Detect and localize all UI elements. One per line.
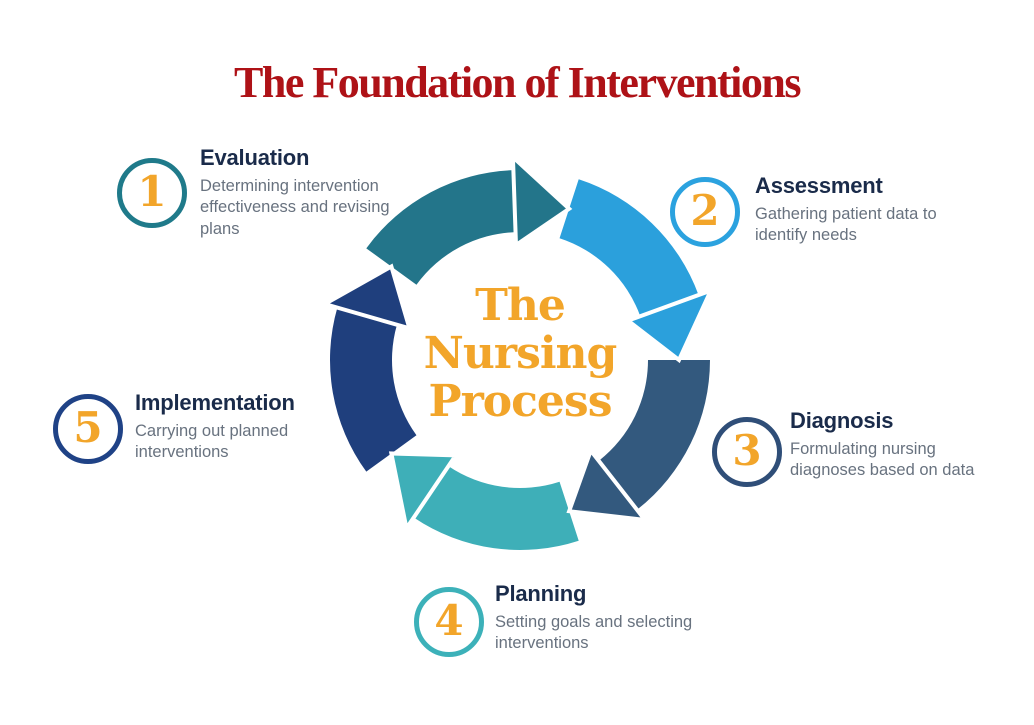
- step-1-number: 1: [137, 167, 167, 216]
- cycle-arrowhead-planning: [388, 451, 460, 534]
- cycle-arc-evaluation: [366, 170, 516, 285]
- step-4-description: Setting goals and selecting intervention…: [495, 613, 693, 653]
- cycle-center-label: The Nursing Process: [423, 280, 618, 427]
- step-5-description: Carrying out planned interventions: [135, 422, 289, 462]
- step-3-title: Diagnosis: [790, 408, 894, 433]
- step-2-number: 2: [690, 186, 720, 235]
- cycle-arrowhead-implementation: [319, 263, 413, 332]
- step-5-text: Implementation Carrying out planned inte…: [135, 390, 340, 464]
- cycle-arc-diagnosis: [598, 360, 710, 510]
- cycle-arrowhead-diagnosis: [566, 446, 650, 523]
- cycle-arc-assessment: [559, 179, 699, 317]
- step-4-title: Planning: [495, 581, 587, 606]
- step-3-text: Diagnosis Formulating nursing diagnoses …: [790, 408, 1012, 482]
- step-3-number: 3: [732, 426, 762, 475]
- page-title: The Foundation of Interventions: [234, 58, 801, 107]
- step-2-badge: 2: [670, 177, 740, 247]
- step-5-badge: 5: [53, 394, 123, 464]
- step-1-title: Evaluation: [200, 145, 310, 170]
- cycle-arrowhead-evaluation: [510, 152, 573, 249]
- step-3-badge: 3: [712, 417, 782, 487]
- step-3-description: Formulating nursing diagnoses based on d…: [790, 440, 975, 480]
- step-5-number: 5: [73, 403, 103, 452]
- step-4-badge: 4: [414, 587, 484, 657]
- step-1-badge: 1: [117, 158, 187, 228]
- step-2-text: Assessment Gathering patient data to ide…: [755, 173, 971, 247]
- step-4-number: 4: [434, 596, 464, 645]
- nursing-process-cycle-diagram: [319, 152, 715, 551]
- step-2-title: Assessment: [755, 173, 883, 198]
- step-4-text: Planning Setting goals and selecting int…: [495, 581, 700, 655]
- step-1-text: Evaluation Determining intervention effe…: [200, 145, 412, 240]
- cycle-arc-planning: [413, 466, 579, 551]
- step-2-description: Gathering patient data to identify needs: [755, 205, 937, 245]
- step-1-description: Determining intervention effectiveness a…: [200, 177, 390, 238]
- step-5-title: Implementation: [135, 390, 295, 415]
- cycle-arrowhead-assessment: [623, 287, 715, 364]
- cycle-arc-implementation: [330, 307, 417, 472]
